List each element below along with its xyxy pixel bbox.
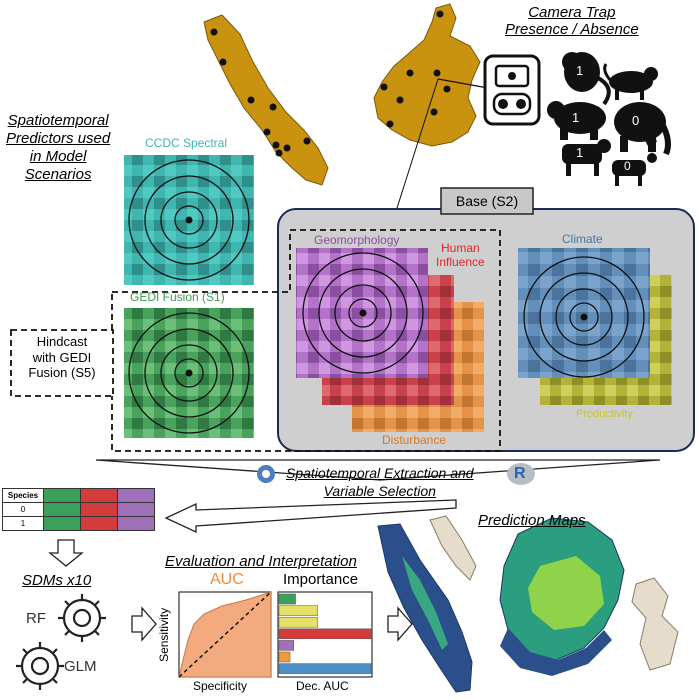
r-logo-text: R (514, 465, 526, 482)
prediction-maps (377, 515, 679, 693)
importance-bar (278, 640, 294, 651)
importance-bar (278, 593, 296, 605)
cattle-icon (562, 139, 611, 176)
extraction-to-table-arrow (164, 499, 457, 534)
borneo-prediction-core (528, 556, 604, 630)
human-influence-label: Human Influence (436, 241, 485, 269)
importance-bar (278, 628, 372, 640)
animal-silhouettes (547, 52, 671, 186)
table-row: Species (2, 488, 155, 503)
table-row: 1 (2, 516, 155, 531)
extraction-label: Spatiotemporal Extraction and Variable S… (286, 465, 474, 499)
base-label: Base (S2) (455, 193, 519, 209)
cattle-count: 1 (576, 145, 584, 160)
table-cell-purple (117, 488, 155, 503)
ccdc-label: CCDC Spectral (145, 136, 228, 150)
tiger-icon (603, 63, 658, 100)
importance-title: Importance (283, 571, 359, 588)
climate-layer (518, 248, 650, 378)
base-label-box (440, 187, 534, 215)
elephant-icon (614, 102, 671, 156)
camera-connector-line (437, 78, 489, 89)
rf-gear-icon (58, 594, 106, 642)
eval-to-maps-arrow (387, 606, 413, 642)
sulawesi-map (631, 577, 679, 671)
sdms-title: SDMs x10 (22, 572, 92, 589)
species-row-label: 1 (2, 516, 44, 531)
table-cell-red (80, 488, 118, 503)
species-row-label: 0 (2, 502, 44, 517)
deer-count: 0 (624, 159, 631, 173)
species-header: Species (2, 488, 44, 503)
importance-bars (278, 593, 372, 674)
prediction-maps-title: Prediction Maps (478, 512, 586, 529)
evaluation-title: Evaluation and Interpretation (165, 553, 357, 570)
sdm-to-eval-arrow (131, 606, 157, 642)
table-row: 0 (2, 502, 155, 517)
bear-icon (547, 101, 606, 140)
deer-icon (612, 139, 657, 186)
table-cell-green (43, 502, 81, 517)
sumatra-island (203, 14, 329, 186)
camera-trap-title: Camera Trap Presence / Absence (505, 4, 639, 39)
gear-logo-icon (257, 465, 275, 483)
specificity-axis-label: Specificity (193, 679, 248, 693)
gedi-fusion-label: GEDI Fusion (S1) (130, 290, 225, 304)
disturbance-label: Disturbance (382, 433, 447, 447)
productivity-label: Productivity (576, 408, 633, 420)
predictors-title: Spatiotemporal Predictors used in Model … (6, 112, 111, 183)
elephant-count: 0 (632, 113, 640, 128)
borneo-island (373, 3, 481, 147)
sensitivity-axis-label: Sensitivity (157, 607, 172, 662)
glm-label: GLM (64, 658, 97, 675)
importance-bar (278, 616, 318, 628)
table-cell-purple (117, 502, 155, 517)
importance-bar (278, 605, 318, 616)
buffer-rings (128, 159, 645, 434)
primate-icon (562, 52, 611, 106)
hindcast-label-box (10, 329, 114, 397)
r-logo-icon (507, 463, 535, 485)
table-to-sdm-arrow (48, 539, 84, 567)
hindcast-dashed-outline (111, 229, 501, 452)
dec-auc-axis-label: Dec. AUC (296, 679, 349, 693)
table-cell-red (80, 502, 118, 517)
importance-bar (278, 651, 291, 663)
climate-label: Climate (562, 232, 603, 246)
borneo-prediction-edge (500, 628, 612, 676)
glm-gear-icon (16, 642, 64, 690)
rf-label: RF (26, 610, 46, 627)
table-cell-green (43, 516, 81, 531)
table-cell-red (80, 516, 118, 531)
camera-trap-locations (210, 10, 451, 157)
auc-title: AUC (210, 571, 244, 588)
buffer-centers (185, 216, 588, 377)
importance-bar (278, 663, 372, 674)
primate-count: 1 (576, 63, 584, 78)
bear-count: 1 (572, 110, 580, 125)
sumatra-prediction-highlight (402, 556, 448, 650)
hindcast-label: Hindcast with GEDI Fusion (S5) (28, 334, 96, 381)
table-cell-purple (117, 516, 155, 531)
geomorphology-label: Geomorphology (314, 233, 400, 247)
table-cell-green (43, 488, 81, 503)
species-table: Species 0 1 (2, 488, 155, 531)
camera-trap-icon (483, 54, 541, 126)
peninsula-map (429, 515, 477, 581)
